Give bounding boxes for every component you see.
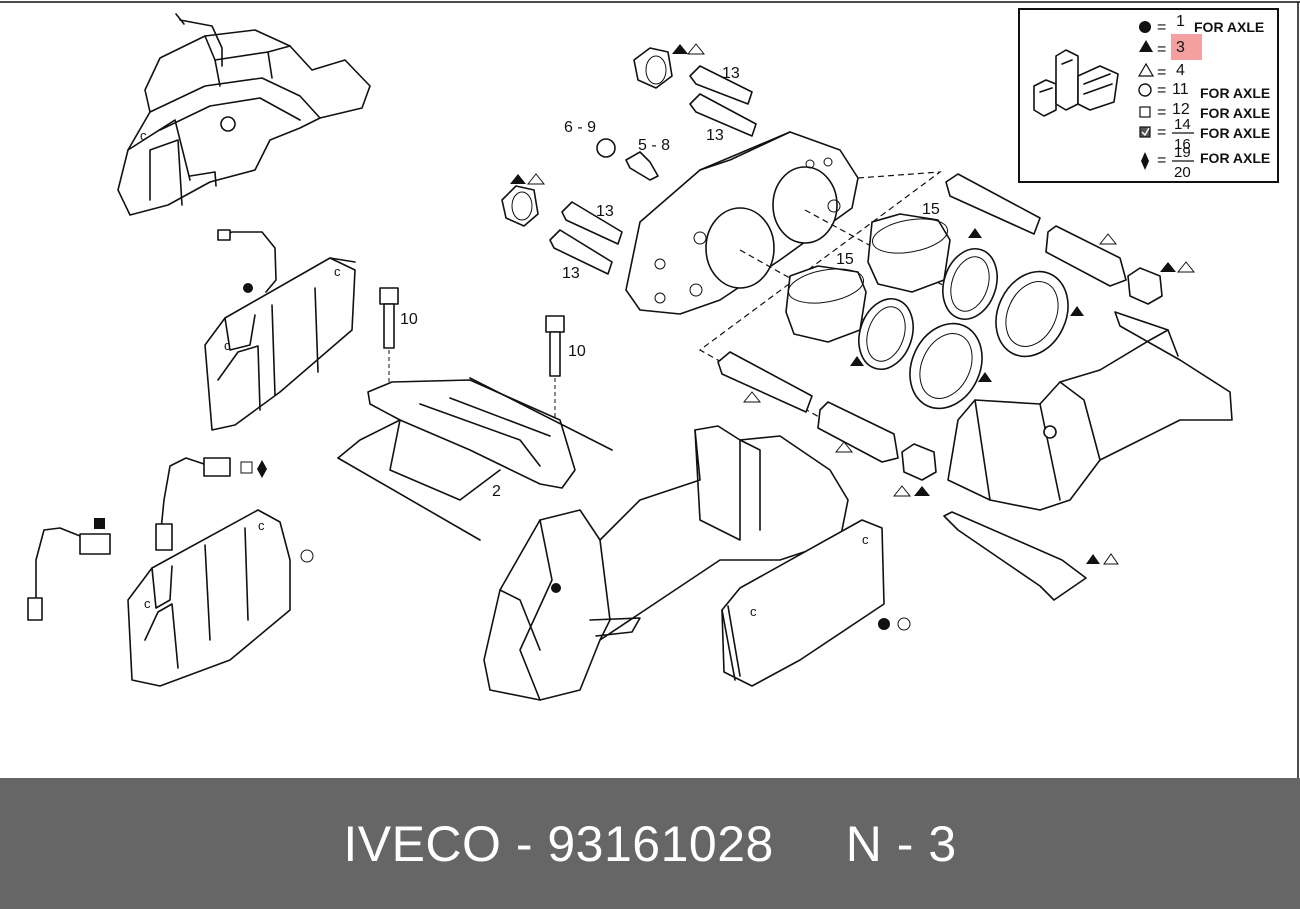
bolts-13 <box>549 65 757 275</box>
bolt-10-left <box>379 287 399 400</box>
svg-text:c: c <box>334 264 341 279</box>
bolt-10-left-label: 10 <box>400 311 418 328</box>
part-number-text: IVECO - 93161028 N - 3 <box>343 815 957 872</box>
svg-text:c: c <box>750 604 757 619</box>
legend-eq-5: = <box>1157 104 1166 121</box>
open-circle-icon <box>1138 83 1152 97</box>
svg-text:c: c <box>224 338 231 353</box>
pistons-and-seals <box>785 213 1084 410</box>
legend-highlight <box>1171 34 1202 60</box>
open-square-icon <box>1139 106 1151 118</box>
caliper-body <box>625 131 971 441</box>
ref-5-8-label: 5 - 8 <box>638 137 670 154</box>
ref-6-9-label: 6 - 9 <box>564 119 596 136</box>
piston-15-a-label: 15 <box>922 201 940 218</box>
legend-value-11: 11 <box>1172 81 1189 98</box>
legend-value-19: 19 <box>1174 144 1191 161</box>
brake-pad-upper-left: c c <box>204 229 356 431</box>
wear-sensor-wires <box>27 457 267 621</box>
bolt-13-a-label: 13 <box>722 65 740 82</box>
caliper-housing-top: c <box>117 13 371 216</box>
grease-tube <box>943 511 1119 601</box>
legend-value-12: 12 <box>1172 101 1190 118</box>
bolt-13-d-label: 13 <box>562 265 580 282</box>
svg-text:c: c <box>862 532 869 547</box>
checked-square-icon <box>1139 126 1151 138</box>
brake-pad-center: c c <box>721 519 911 687</box>
svg-text:c: c <box>144 596 151 611</box>
spring-plate-label: 2 <box>492 483 501 500</box>
filled-triangle-icon <box>1139 40 1153 52</box>
filled-circle-icon <box>1139 21 1151 33</box>
svg-text:c: c <box>140 128 147 143</box>
legend-eq-4: = <box>1157 82 1166 99</box>
caliper-half-right <box>947 311 1233 511</box>
bolt-13-b-label: 13 <box>706 127 724 144</box>
legend-value-14: 14 <box>1174 116 1191 133</box>
legend-eq-1: = <box>1157 19 1166 36</box>
exploded-parts-diagram: c c c 10 10 2 <box>0 1 1300 778</box>
bolt-13-c-label: 13 <box>596 203 614 220</box>
bolt-10-right-label: 10 <box>568 343 586 360</box>
filled-diamond-icon <box>1141 152 1149 170</box>
guide-pins <box>717 173 1196 497</box>
legend-eq-2: = <box>1157 41 1166 58</box>
legend-eq-6: = <box>1157 124 1166 141</box>
kit-icon <box>1033 49 1119 117</box>
legend-box: = 1 FOR AXLE = 3 = 4 = 11 FOR AXLE = 12 … <box>1018 8 1279 183</box>
legend-note-11: FOR AXLE <box>1200 85 1270 101</box>
brake-pad-lower-left: c c <box>127 509 314 687</box>
legend-note-14: FOR AXLE <box>1200 125 1270 141</box>
legend-value-20: 20 <box>1174 164 1191 181</box>
caliper-carrier <box>483 425 849 701</box>
legend-value-16: 16 <box>1174 136 1191 153</box>
legend-note-1: FOR AXLE <box>1194 19 1264 35</box>
legend-value-4: 4 <box>1176 62 1185 79</box>
part-number-banner: IVECO - 93161028 N - 3 <box>0 778 1300 909</box>
legend-eq-3: = <box>1157 64 1166 81</box>
legend-eq-7: = <box>1157 152 1166 169</box>
dust-caps-top <box>501 43 706 227</box>
open-triangle-icon <box>1137 62 1155 77</box>
piston-15-b-label: 15 <box>836 251 854 268</box>
legend-value-3: 3 <box>1176 39 1185 56</box>
legend-value-1: 1 <box>1176 13 1185 30</box>
legend-note-19: FOR AXLE <box>1200 150 1270 166</box>
svg-text:c: c <box>258 518 265 533</box>
spring-plate <box>337 377 613 541</box>
legend-note-12: FOR AXLE <box>1200 105 1270 121</box>
